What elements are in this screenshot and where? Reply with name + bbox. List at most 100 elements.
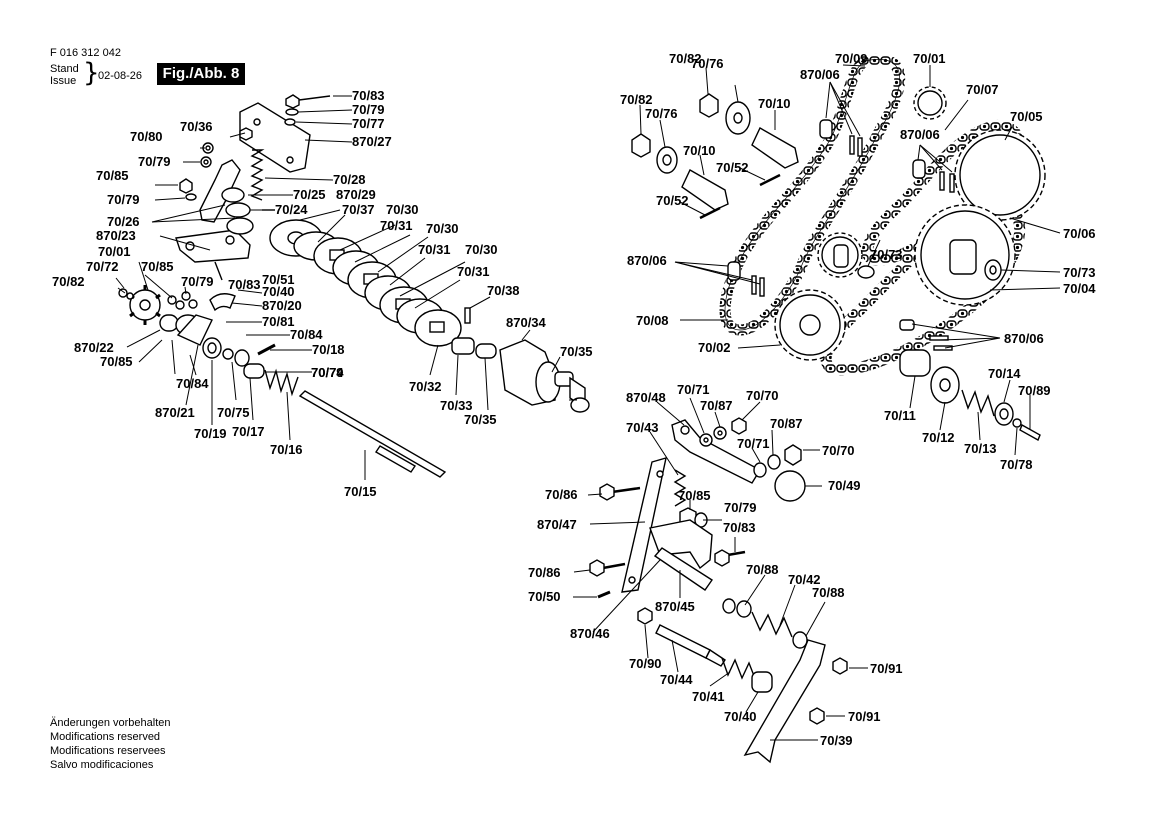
part-number-label: 70/40 xyxy=(262,284,295,299)
part-number-label: 70/87 xyxy=(770,416,803,431)
stand-label: Stand xyxy=(50,63,79,75)
part-number-label: 70/25 xyxy=(293,187,326,202)
part-number-label: 70/35 xyxy=(560,344,593,359)
part-number-label: 870/27 xyxy=(352,134,392,149)
part-number-label: 70/26 xyxy=(107,214,140,229)
part-number-label: 70/85 xyxy=(141,259,174,274)
note-line: Modifications reserved xyxy=(50,731,161,743)
part-number-label: 70/85 xyxy=(96,168,129,183)
part-number-label: 70/79 xyxy=(352,102,385,117)
part-number-label: 70/79 xyxy=(181,274,214,289)
part-number-label: 70/06 xyxy=(1063,226,1096,241)
part-number-label: 70/85 xyxy=(678,488,711,503)
part-number-label: 70/43 xyxy=(626,420,659,435)
part-number-label: 70/42 xyxy=(788,572,821,587)
part-number-label: 70/30 xyxy=(465,242,498,257)
part-number-label: 70/79 xyxy=(107,192,140,207)
part-number-label: 70/05 xyxy=(1010,109,1043,124)
part-number-label: 70/71 xyxy=(737,436,770,451)
part-number-label: 70/37 xyxy=(342,202,375,217)
note-line: Änderungen vorbehalten xyxy=(50,717,171,729)
note-line: Salvo modificaciones xyxy=(50,759,154,771)
part-number-label: 70/82 xyxy=(620,92,653,107)
part-number-label: 70/71 xyxy=(677,382,710,397)
part-number-label: 70/13 xyxy=(964,441,997,456)
part-number-label: 870/34 xyxy=(506,315,547,330)
figure-label: Fig./Abb. 8 xyxy=(157,63,245,85)
part-number-label: 70/16 xyxy=(270,442,303,457)
part-number-label: 70/24 xyxy=(275,202,308,217)
part-number-label: 70/83 xyxy=(723,520,756,535)
leader-lines xyxy=(115,64,1061,741)
modification-notes: Änderungen vorbehalten Modifications res… xyxy=(50,716,170,772)
part-number-label: 70/84 xyxy=(176,376,209,391)
chain-drive xyxy=(631,53,1046,441)
part-number-label: 70/89 xyxy=(1018,383,1051,398)
part-number-label: 70/31 xyxy=(418,242,451,257)
part-number-label: 70/33 xyxy=(440,398,473,413)
part-number-label: 70/76 xyxy=(691,56,724,71)
part-number-label: 70/01 xyxy=(913,51,946,66)
part-number-label: 70/32 xyxy=(409,379,442,394)
part-number-label: 70/88 xyxy=(746,562,779,577)
part-number-label: 870/29 xyxy=(336,187,376,202)
part-number-label: 70/79 xyxy=(311,365,344,380)
part-number-label: 70/91 xyxy=(870,661,903,676)
part-number-label: 70/04 xyxy=(1063,281,1096,296)
part-number-label: 70/30 xyxy=(386,202,419,217)
part-number-label: 70/10 xyxy=(758,96,791,111)
part-number-label: 70/49 xyxy=(828,478,861,493)
part-number-label: 70/08 xyxy=(636,313,669,328)
part-number-label: 70/40 xyxy=(724,709,757,724)
note-line: Modifications reservees xyxy=(50,745,166,757)
part-number-label: 70/15 xyxy=(344,484,377,499)
part-number-label: 70/01 xyxy=(98,244,131,259)
part-number-label: 70/90 xyxy=(629,656,662,671)
part-number-label: 70/09 xyxy=(835,51,868,66)
part-number-label: 70/52 xyxy=(716,160,749,175)
part-number-label: 70/31 xyxy=(380,218,413,233)
part-number-label: 70/36 xyxy=(180,119,213,134)
part-number-label: 70/44 xyxy=(660,672,693,687)
part-number-label: 870/21 xyxy=(155,405,195,420)
part-number-label: 70/14 xyxy=(988,366,1021,381)
left-assembly xyxy=(118,94,590,478)
part-number-label: 70/50 xyxy=(528,589,561,604)
part-number-label: 70/87 xyxy=(700,398,733,413)
part-number-label: 70/39 xyxy=(820,733,853,748)
part-number-label: 70/38 xyxy=(487,283,520,298)
part-number-label: 870/06 xyxy=(627,253,667,268)
part-number-label: 70/76 xyxy=(645,106,678,121)
part-number-label: 70/74 xyxy=(311,365,344,380)
part-number-label: 70/83 xyxy=(228,277,261,292)
part-number-label: 70/81 xyxy=(262,314,295,329)
part-number-label: 70/07 xyxy=(966,82,999,97)
brace-glyph: } xyxy=(83,58,100,88)
part-number-label: 70/82 xyxy=(52,274,85,289)
part-number-label: 70/73 xyxy=(870,247,903,262)
part-number-label: 870/20 xyxy=(262,298,302,313)
part-number-label: 70/82 xyxy=(669,51,702,66)
part-number-label: 70/41 xyxy=(692,689,725,704)
part-number-label: 870/06 xyxy=(800,67,840,82)
part-number-label: 70/02 xyxy=(698,340,731,355)
issue-date: 02-08-26 xyxy=(98,70,143,82)
part-number-label: 870/22 xyxy=(74,340,114,355)
part-number-label: 870/06 xyxy=(1004,331,1044,346)
lever-assembly xyxy=(589,417,848,764)
part-number-label: 70/35 xyxy=(464,412,497,427)
part-number-label: 70/91 xyxy=(848,709,881,724)
part-number-label: 70/80 xyxy=(130,129,163,144)
part-number-label: 70/79 xyxy=(724,500,757,515)
issue-label: Issue xyxy=(50,75,77,87)
part-number-label: 70/78 xyxy=(1000,457,1033,472)
part-number-label: 870/06 xyxy=(900,127,940,142)
part-number-label: 70/73 xyxy=(1063,265,1096,280)
part-number-label: 70/52 xyxy=(656,193,689,208)
part-number-label: 70/77 xyxy=(352,116,385,131)
part-number-label: 70/10 xyxy=(683,143,716,158)
part-number-label: 70/19 xyxy=(194,426,227,441)
document-number: F 016 312 042 xyxy=(50,47,121,59)
part-labels: 70/8370/7970/77870/2770/3670/8070/7970/8… xyxy=(52,51,1096,748)
